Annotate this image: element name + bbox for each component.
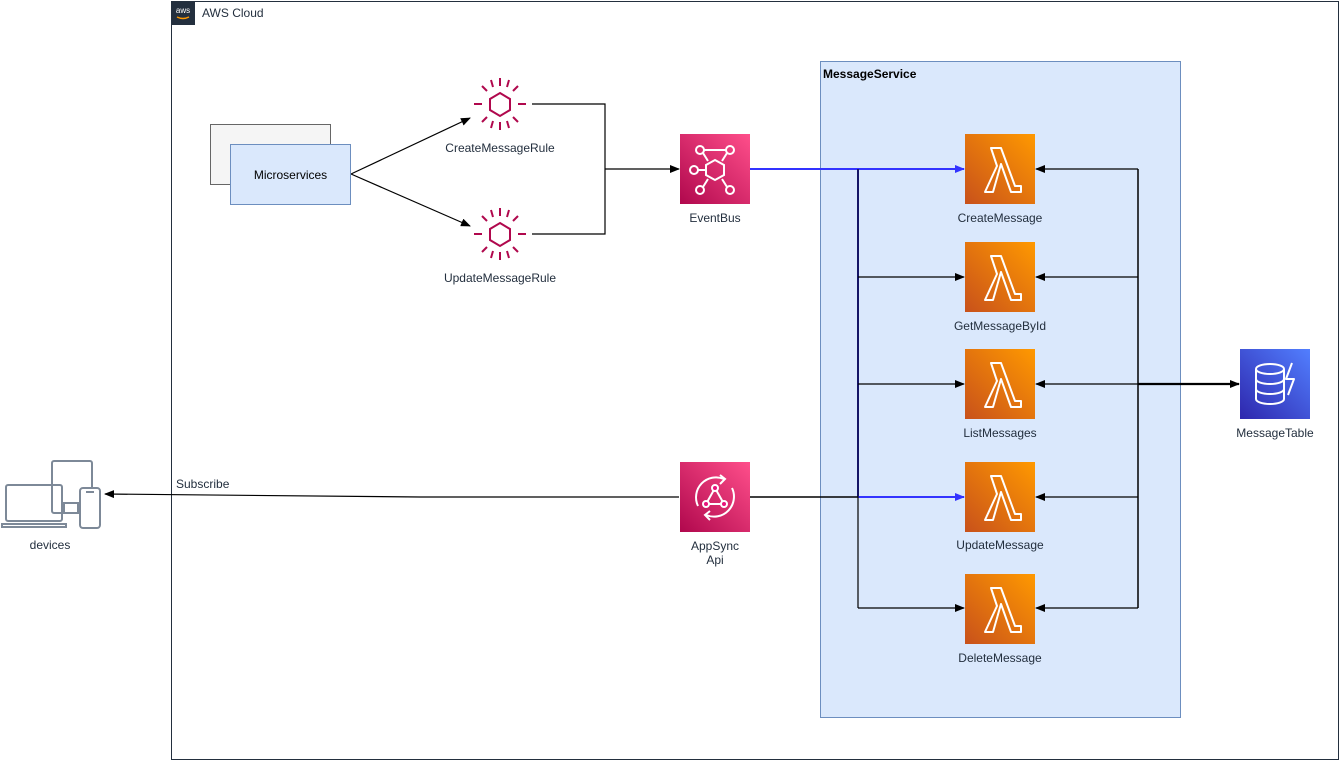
rule-label: UpdateMessageRule — [443, 271, 557, 285]
eventbridge-rule-icon[interactable] — [470, 204, 530, 264]
microservices-label: Microservices — [253, 167, 328, 182]
message-service-title: MessageService — [823, 67, 917, 81]
aws-logo-icon: aws — [171, 1, 195, 25]
appsync-icon[interactable] — [680, 462, 750, 532]
lambda-icon[interactable] — [965, 242, 1035, 312]
eventbus-label: EventBus — [689, 211, 741, 225]
subscribe-label: Subscribe — [176, 477, 230, 491]
edge-subscribe — [104, 490, 679, 499]
edge-microservices-updaterule — [350, 173, 471, 227]
eventbridge-rule-icon[interactable] — [470, 74, 530, 134]
lambda-label: DeleteMessage — [958, 651, 1042, 665]
lambda-label: CreateMessage — [957, 211, 1043, 225]
microservices-box[interactable]: Microservices — [230, 144, 351, 205]
lambda-icon[interactable] — [965, 134, 1035, 204]
devices-icon[interactable] — [0, 458, 104, 532]
lambda-label: ListMessages — [963, 426, 1037, 440]
eventbridge-icon[interactable] — [680, 134, 750, 204]
lambda-label: GetMessageById — [953, 319, 1047, 333]
lambda-icon[interactable] — [965, 349, 1035, 419]
lambda-label: UpdateMessage — [956, 538, 1044, 552]
appsync-label-line1: AppSync — [690, 539, 740, 553]
dynamodb-icon[interactable] — [1240, 349, 1310, 419]
lambda-icon[interactable] — [965, 462, 1035, 532]
aws-cloud-title: AWS Cloud — [202, 6, 264, 20]
devices-label: devices — [29, 538, 71, 552]
messagetable-label: MessageTable — [1236, 426, 1314, 440]
edge-updaterule-bus — [532, 169, 606, 235]
lambda-icon[interactable] — [965, 574, 1035, 644]
edge-microservices-createrule — [350, 117, 471, 175]
svg-text:aws: aws — [176, 6, 190, 15]
edge-createrule-bus — [532, 103, 606, 169]
aws-cloud-group — [171, 1, 1339, 760]
rule-label: CreateMessageRule — [445, 141, 555, 155]
appsync-label-line2: Api — [706, 553, 724, 567]
